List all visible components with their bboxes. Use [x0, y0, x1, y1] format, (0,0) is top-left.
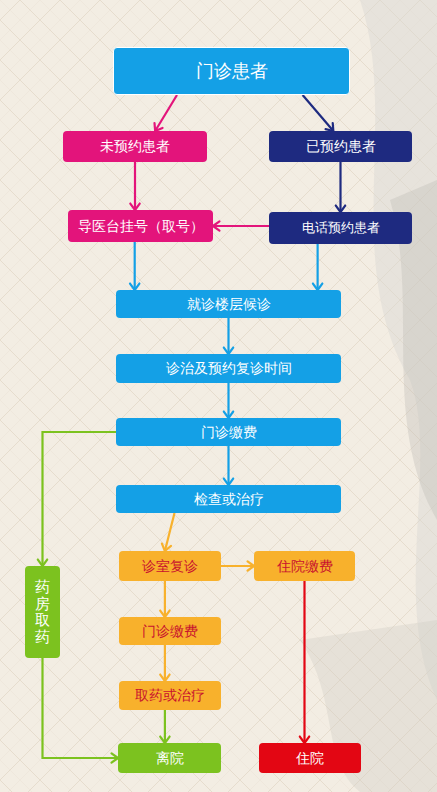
flow-arrow — [160, 710, 169, 743]
node-label: 未预约患者 — [100, 138, 170, 155]
node-label: 已预约患者 — [306, 138, 376, 155]
node-label: 诊治及预约复诊时间 — [166, 360, 292, 377]
arrow-head — [213, 221, 219, 230]
node-label: 导医台挂号（取号） — [78, 218, 204, 235]
flow-line — [165, 513, 175, 551]
process-box: 就诊楼层候诊 — [116, 290, 341, 318]
flow-arrow — [300, 581, 309, 743]
flow-arrow — [160, 581, 169, 617]
node-label: 电话预约患者 — [302, 220, 380, 236]
process-box: 电话预约患者 — [269, 212, 412, 244]
flow-arrow — [130, 242, 139, 290]
arrow-head — [326, 123, 334, 131]
flow-line — [303, 581, 305, 743]
node-label: 诊室复诊 — [142, 558, 198, 575]
brush-stroke — [360, 0, 437, 700]
flow-line — [227, 383, 229, 418]
flow-arrow — [154, 95, 176, 131]
flow-line — [339, 162, 341, 212]
flow-arrow — [38, 432, 116, 566]
flow-line — [134, 242, 136, 290]
flow-arrow — [160, 645, 169, 681]
arrow-head — [154, 123, 162, 131]
process-box: 未预约患者 — [63, 131, 207, 162]
flow-arrow — [221, 561, 254, 570]
process-box: 导医台挂号（取号） — [68, 210, 213, 242]
node-label: 药房取药 — [35, 579, 50, 645]
flow-arrow — [224, 318, 233, 354]
flow-arrow — [162, 513, 175, 551]
process-box: 已预约患者 — [269, 131, 412, 162]
flow-line — [221, 565, 254, 567]
flow-arrow — [303, 95, 334, 131]
flow-arrow — [224, 383, 233, 418]
process-box: 门诊缴费 — [116, 418, 341, 446]
node-label: 门诊缴费 — [142, 623, 198, 640]
node-label: 取药或治疗 — [135, 687, 205, 704]
flow-arrow — [43, 658, 119, 763]
process-box: 检查或治疗 — [116, 485, 341, 513]
process-box: 诊室复诊 — [119, 551, 221, 581]
start-box: 门诊患者 — [113, 47, 350, 95]
process-box: 门诊缴费 — [119, 617, 221, 645]
process-box: 取药或治疗 — [119, 681, 221, 710]
process-box: 诊治及预约复诊时间 — [116, 354, 341, 383]
flow-line — [164, 710, 166, 743]
node-label: 门诊缴费 — [201, 424, 257, 441]
node-label: 检查或治疗 — [194, 491, 264, 508]
flow-line — [43, 432, 117, 566]
flow-arrow — [313, 244, 322, 290]
end-box: 住院 — [259, 743, 361, 773]
flow-arrow — [130, 162, 139, 210]
node-label: 住院 — [296, 750, 324, 767]
flow-line — [303, 95, 334, 131]
node-label: 离院 — [156, 750, 184, 767]
flow-arrow — [224, 446, 233, 485]
node-label: 门诊患者 — [196, 60, 268, 82]
flow-line — [317, 244, 319, 290]
flow-arrow — [213, 221, 269, 230]
vertical-box: 药房取药 — [25, 566, 60, 658]
flow-line — [164, 645, 166, 681]
node-label: 就诊楼层候诊 — [187, 296, 271, 313]
flow-line — [213, 225, 269, 227]
flow-line — [43, 658, 119, 758]
flow-line — [164, 581, 166, 617]
flow-arrow — [336, 162, 345, 212]
end-box: 离院 — [118, 743, 221, 773]
flow-line — [227, 318, 229, 354]
node-label: 住院缴费 — [277, 558, 333, 575]
process-box: 住院缴费 — [254, 551, 355, 581]
flow-line — [227, 446, 229, 485]
flow-line — [134, 162, 136, 210]
flow-line — [155, 95, 177, 131]
arrow-head — [162, 544, 171, 551]
